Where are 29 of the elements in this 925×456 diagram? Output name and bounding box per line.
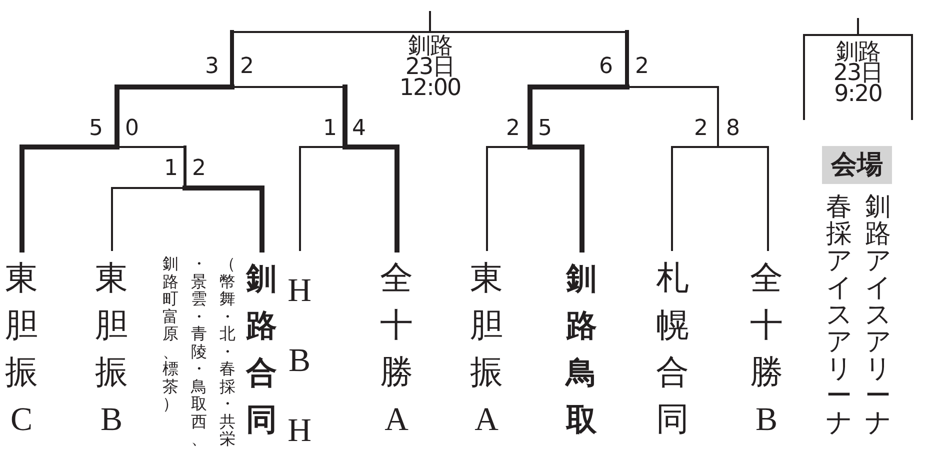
team-members-note: （幣舞・北・春採・共栄・景雲・青陵・鳥取西、釧路町富原、標茶） [161, 256, 237, 450]
team-name: HBH [286, 272, 312, 451]
score-label: 0 [125, 118, 139, 140]
team-name: 東胆振A [470, 260, 503, 440]
match-info-label: 釧路 23日 12:00 [398, 36, 462, 99]
score-label: 5 [538, 118, 552, 140]
score-label: 2 [240, 56, 254, 78]
score-label: 1 [323, 118, 337, 140]
venue-heading: 会場 [822, 146, 892, 184]
score-label: 5 [89, 118, 103, 140]
score-label: 3 [205, 56, 219, 78]
team-name: 全十勝A [380, 260, 413, 440]
team-name: 釧路合同 [246, 260, 277, 440]
score-label: 8 [726, 118, 740, 140]
venue-label: 春採アイスアリーナ [826, 194, 852, 437]
venue-label: 釧路アイスアリーナ [865, 194, 891, 437]
score-label: 4 [352, 118, 366, 140]
score-label: 2 [506, 118, 520, 140]
team-name: 札幌合同 [656, 260, 689, 440]
score-label: 2 [192, 158, 206, 180]
score-label: 6 [599, 56, 613, 78]
match-info-label: 釧路 23日 9:20 [832, 42, 884, 105]
team-name: 東胆振C [5, 260, 38, 440]
team-name: 釧路鳥取 [566, 260, 597, 440]
team-name: 全十勝B [750, 260, 783, 440]
score-label: 1 [164, 158, 178, 180]
score-label: 2 [694, 118, 708, 140]
team-name: 東胆振B [95, 260, 128, 440]
score-label: 2 [635, 56, 649, 78]
